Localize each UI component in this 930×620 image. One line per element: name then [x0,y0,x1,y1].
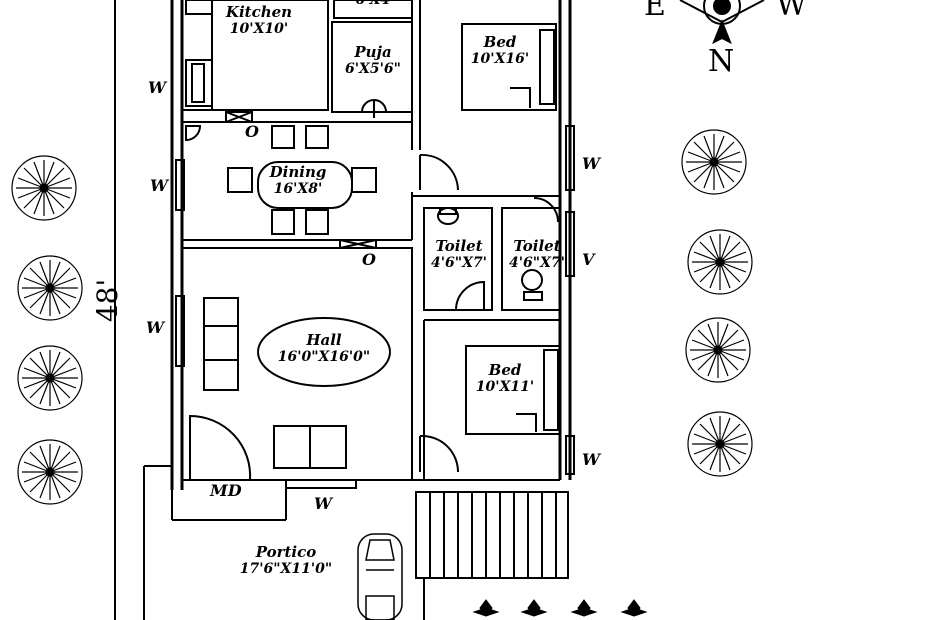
puja-dim: 6'X5'6" [345,61,401,78]
window-mark-bed1: W [582,154,600,173]
portico-name: Portico [255,543,317,561]
dining-label: Dining 16'X8' [262,163,334,198]
window-mark-bed2: W [582,450,600,469]
kitchen-label: Kitchen 10'X10' [222,3,296,38]
window-mark-hall: W [146,318,164,337]
stairs [415,491,569,620]
compass-rose [679,0,765,45]
window-mark-kitchen: W [148,78,166,97]
hall-name: Hall [306,331,342,349]
window-mark-dining: W [150,176,168,195]
toilet2-label: Toilet 4'6"X7' [504,237,570,272]
opening-mark-kitchen: O [245,122,259,141]
bed1-name: Bed [483,33,517,51]
bed1-label: Bed 10'X16' [462,33,538,68]
overall-dimension-label: 48' [91,278,125,323]
bed1-dim: 10'X16' [470,51,530,68]
hall-sofa [203,297,239,391]
toilet1-label: Toilet 4'6"X7' [426,237,492,272]
hall-dim: 16'0"X16'0" [277,349,371,366]
car [357,533,403,620]
hall-sofa-2 [273,425,347,469]
toilet2-room [501,207,561,311]
dining-chairs [227,125,377,235]
compass-east-label: E [644,0,666,23]
compass-north-label: N [708,44,735,79]
compass-west-label: W [776,0,807,23]
kitchen-dim: 10'X10' [229,21,289,38]
puja-label: Puja 6'X5'6" [336,43,410,78]
bed2-label: Bed 10'X11' [470,361,540,396]
window-mark-front: W [314,494,332,513]
openings [225,111,377,489]
bed2-dim: 10'X11' [475,379,535,396]
portico-dim: 17'6"X11'0" [239,561,333,578]
ventilator-mark: V [582,250,595,269]
kitchen-name: Kitchen [225,3,293,21]
bed2-name: Bed [488,361,522,379]
main-door-mark: MD [210,481,242,500]
opening-mark-hall: O [362,250,376,269]
dining-dim: 16'X8' [273,181,323,198]
puja-name: Puja [354,43,392,61]
toilet2-dim: 4'6"X7' [509,255,565,272]
dining-name: Dining [269,163,327,181]
portico-label: Portico 17'6"X11'0" [226,543,346,578]
bed2-furniture [465,345,561,435]
toilet2-name: Toilet [513,237,561,255]
hall-label: Hall 16'0"X16'0" [266,331,382,366]
shrubs [472,599,648,617]
trees-right [681,129,753,477]
windows-left [175,159,185,367]
bed1-furniture [461,23,557,111]
toilet1-name: Toilet [435,237,483,255]
store-dim: 6'X4' [355,0,395,8]
toilet1-room [423,207,493,311]
store-label: 6'X4' [350,0,400,8]
toilet1-dim: 4'6"X7' [431,255,487,272]
windows-right [565,125,575,475]
trees-left [11,155,83,505]
hall-label-ellipse [257,317,391,387]
